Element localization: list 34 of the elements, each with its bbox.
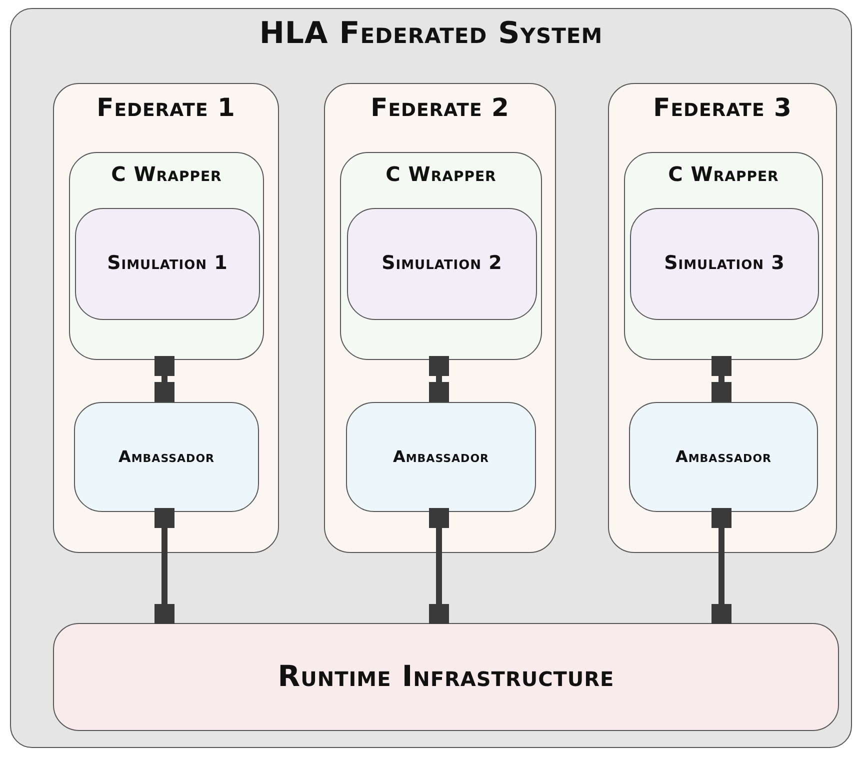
box-heading: Ambassador — [392, 448, 490, 466]
wrapper-panel — [340, 152, 542, 360]
ambassador-box — [346, 402, 536, 512]
federate-panel — [608, 83, 837, 553]
wrapper-panel — [624, 152, 823, 360]
box-heading: Federate 1 — [96, 94, 236, 123]
ambassador-box — [629, 402, 818, 512]
connector — [428, 508, 448, 624]
infrastructure-box — [53, 623, 839, 731]
federate-panel — [324, 83, 556, 553]
box-heading: Federate 3 — [653, 94, 792, 123]
box-heading: C Wrapper — [386, 163, 496, 186]
system-panel — [10, 8, 852, 748]
box-heading: HLA Federated System — [259, 17, 603, 52]
box-heading: Federate 2 — [370, 94, 510, 123]
simulation-box — [630, 208, 819, 320]
box-heading: Ambassador — [118, 448, 215, 466]
box-heading: Simulation 2 — [382, 253, 502, 275]
connector — [711, 356, 731, 402]
federate-panel — [53, 83, 279, 553]
box-heading: Simulation 3 — [664, 253, 785, 275]
box-heading: Ambassador — [675, 448, 772, 466]
connector — [154, 508, 174, 624]
connector — [154, 356, 174, 402]
box-heading: Runtime Infrastructure — [278, 660, 614, 694]
wrapper-panel — [69, 152, 264, 360]
ambassador-box — [74, 402, 259, 512]
connector — [428, 356, 448, 402]
box-heading: C Wrapper — [111, 163, 222, 186]
box-heading: C Wrapper — [668, 163, 779, 186]
connector — [711, 508, 731, 624]
simulation-box — [347, 208, 537, 320]
simulation-box — [75, 208, 260, 320]
box-heading: Simulation 1 — [107, 253, 228, 275]
